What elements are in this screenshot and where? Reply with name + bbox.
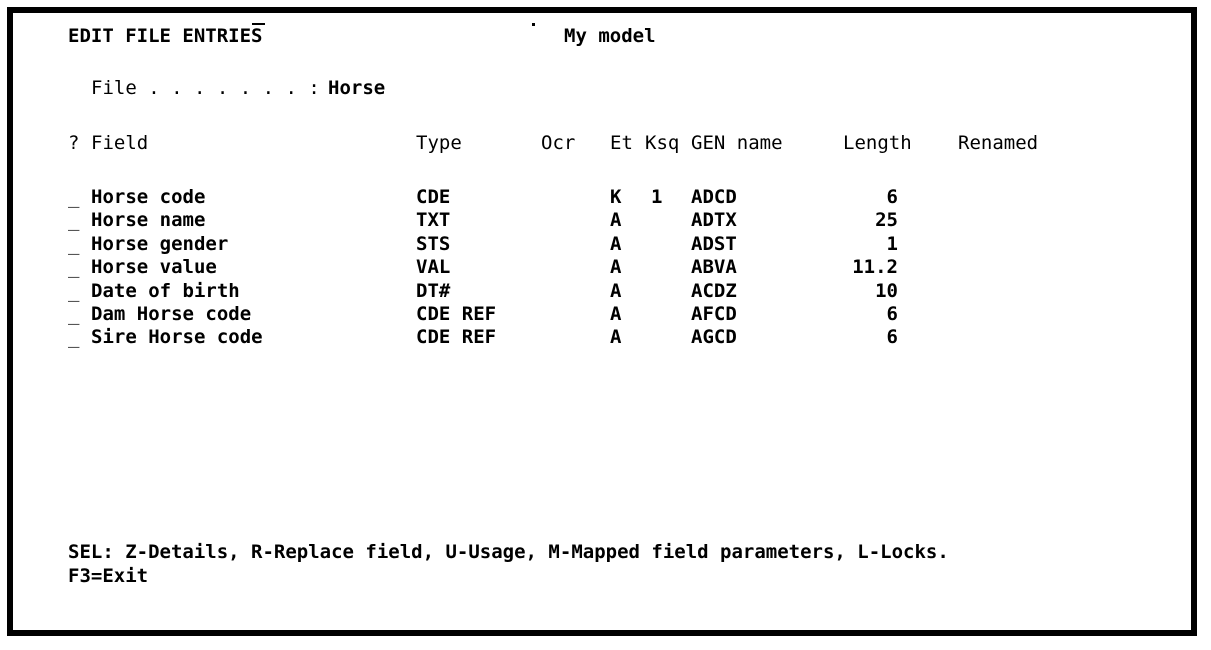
cell-gen-name: AGCD (691, 326, 737, 349)
cell-gen-name: ADCD (691, 186, 737, 208)
cell-sel[interactable]: _ (68, 186, 80, 208)
title-overline-artifact (252, 23, 265, 25)
cell-type: TXT (416, 209, 451, 232)
header-dot-artifact (532, 23, 535, 26)
cell-gen-name: AFCD (691, 303, 737, 325)
cell-length: 6 (886, 326, 898, 349)
cell-field: Horse code (91, 186, 206, 208)
cell-gen-name: ADST (691, 232, 737, 255)
cell-et: A (610, 232, 622, 255)
column-header-ksq: Ksq (645, 132, 680, 154)
column-header-gen-name: GEN name (691, 132, 783, 154)
terminal-content: EDIT FILE ENTRIES My model File . . . . … (13, 13, 1191, 630)
cell-field: Date of birth (91, 279, 240, 302)
cell-et: A (610, 279, 622, 302)
cell-length: 11.2 (852, 256, 898, 279)
cell-type: CDE (416, 186, 451, 208)
cell-et: A (610, 209, 622, 232)
cell-gen-name: ABVA (691, 256, 737, 279)
cell-type: VAL (416, 256, 451, 279)
cell-length: 6 (886, 186, 898, 208)
cell-sel[interactable]: _ (68, 279, 80, 302)
column-header-length: Length (843, 132, 912, 154)
cell-sel[interactable]: _ (68, 303, 80, 325)
footer-function-keys[interactable]: F3=Exit (68, 565, 149, 587)
cell-et: K (610, 186, 622, 208)
cell-field: Horse value (91, 256, 217, 279)
cell-type: DT# (416, 279, 451, 302)
terminal-frame: EDIT FILE ENTRIES My model File . . . . … (7, 7, 1197, 636)
cell-length: 25 (875, 209, 898, 232)
cell-length: 10 (875, 279, 898, 302)
cell-et: A (610, 256, 622, 279)
model-label: My model (564, 25, 656, 47)
cell-gen-name: ACDZ (691, 279, 737, 302)
cell-sel[interactable]: _ (68, 232, 80, 255)
cell-et: A (610, 326, 622, 349)
cell-ksq: 1 (651, 186, 663, 208)
column-header-field: Field (91, 132, 149, 154)
cell-field: Dam Horse code (91, 303, 252, 325)
cell-sel[interactable]: _ (68, 209, 80, 232)
cell-type: CDE REF (416, 326, 497, 349)
cell-gen-name: ADTX (691, 209, 737, 232)
column-header-et: Et (610, 132, 633, 154)
cell-field: Horse gender (91, 232, 229, 255)
column-header-renamed: Renamed (958, 132, 1039, 154)
cell-sel[interactable]: _ (68, 326, 80, 349)
cell-type: STS (416, 232, 451, 255)
file-value[interactable]: Horse (328, 77, 386, 99)
cell-et: A (610, 303, 622, 325)
cell-field: Horse name (91, 209, 206, 232)
footer-sel-help: SEL: Z-Details, R-Replace field, U-Usage… (68, 541, 949, 563)
page-title: EDIT FILE ENTRIES (68, 25, 263, 47)
cell-type: CDE REF (416, 303, 497, 325)
cell-length: 1 (886, 232, 898, 255)
column-header-type: Type (416, 132, 462, 154)
cell-field: Sire Horse code (91, 326, 263, 349)
column-header-ocr: Ocr (541, 132, 576, 154)
column-header-sel: ? (68, 132, 80, 154)
cell-length: 6 (886, 303, 898, 325)
cell-sel[interactable]: _ (68, 256, 80, 279)
file-label: File . . . . . . . : (91, 77, 320, 99)
